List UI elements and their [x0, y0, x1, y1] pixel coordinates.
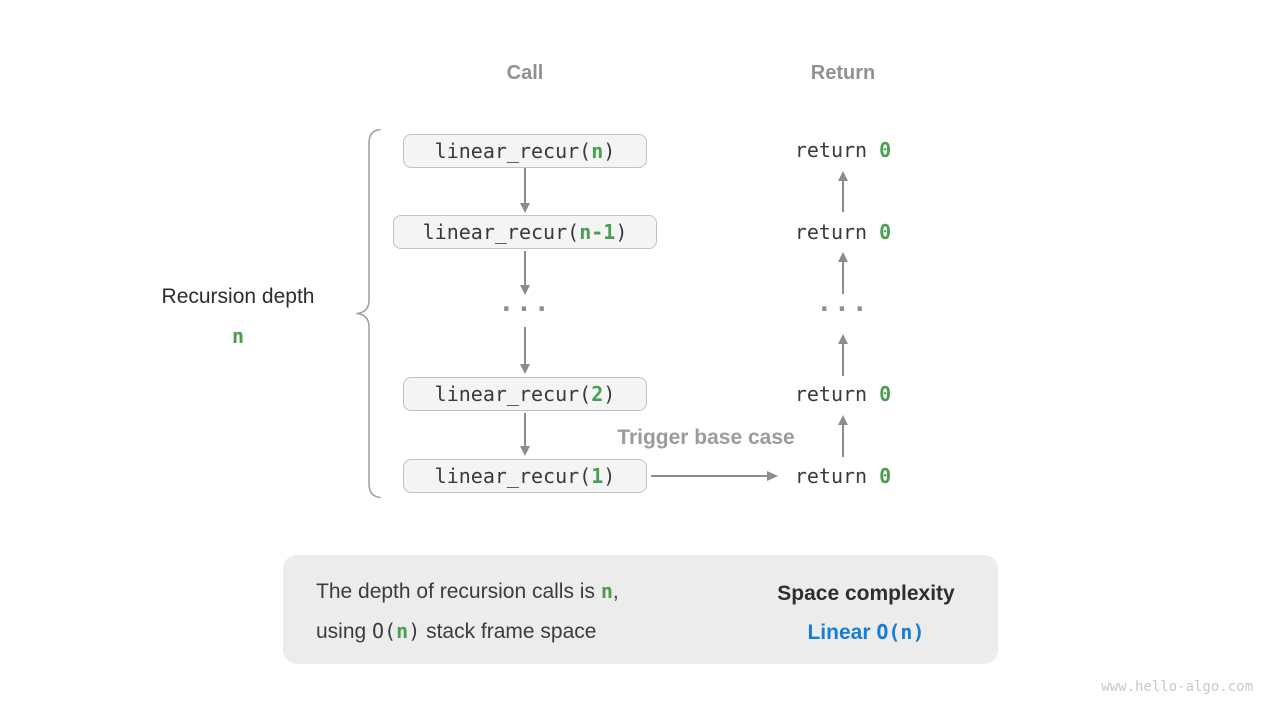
complexity-code-arg: n: [900, 620, 913, 644]
summary-description: The depth of recursion calls is n,using …: [316, 572, 736, 651]
summary-line2-code-arg: n: [396, 618, 409, 643]
return-column-ellipsis: ...: [816, 288, 870, 318]
recursion-depth-value: n: [231, 324, 245, 348]
complexity-code-close: ): [912, 620, 925, 644]
summary-line1-text: The depth of recursion calls is: [316, 580, 601, 603]
space-complexity-title: Space complexity: [777, 582, 955, 605]
call-column-ellipsis: ...: [498, 288, 552, 318]
recursion-depth-brace-icon: [356, 128, 381, 499]
complexity-word: Linear: [807, 621, 877, 644]
code-text: linear_recur(: [434, 464, 592, 488]
call-frame-box-n: linear_recur(n): [403, 134, 647, 168]
call-column-header: Call: [506, 62, 544, 84]
summary-line2-code-close: ): [408, 618, 421, 643]
code-text: ): [615, 220, 628, 244]
call-arrow-down-4-icon: [520, 413, 530, 456]
call-frame-box-n-1: linear_recur(n-1): [393, 215, 657, 249]
code-arg: 2: [591, 382, 604, 406]
return-arrow-up-4-icon: [838, 415, 848, 457]
summary-line2-code-open: O(: [372, 618, 397, 643]
code-arg: n: [591, 139, 604, 163]
return-value: 0: [879, 138, 892, 162]
site-watermark: www.hello-algo.com: [1101, 679, 1253, 695]
return-column-header: Return: [810, 62, 876, 84]
call-arrow-down-1-icon: [520, 168, 530, 213]
space-complexity-value: Linear O(n): [741, 619, 991, 646]
recursion-depth-label: Recursion depth: [161, 285, 315, 308]
code-text: ): [603, 139, 616, 163]
return-arrow-up-1-icon: [838, 171, 848, 212]
return-statement-3: return 0: [743, 381, 943, 407]
trigger-base-case-label: Trigger base case: [617, 426, 795, 449]
summary-line1-tail: ,: [612, 580, 619, 603]
summary-panel: [283, 555, 998, 664]
code-text: ): [603, 382, 616, 406]
return-keyword: return: [794, 220, 880, 244]
code-arg: n-1: [579, 220, 616, 244]
summary-line2-text: using: [316, 619, 373, 643]
code-text: linear_recur(: [434, 139, 592, 163]
return-statement-2: return 0: [743, 219, 943, 245]
return-arrow-up-3-icon: [838, 334, 848, 376]
call-frame-box-2: linear_recur(2): [403, 377, 647, 411]
return-keyword: return: [794, 464, 880, 488]
return-value: 0: [879, 220, 892, 244]
return-keyword: return: [794, 138, 880, 162]
return-value: 0: [879, 382, 892, 406]
return-statement-1: return 0: [743, 137, 943, 163]
return-value: 0: [879, 464, 892, 488]
call-arrow-down-3-icon: [520, 327, 530, 374]
call-frame-box-1: linear_recur(1): [403, 459, 647, 493]
code-arg: 1: [591, 464, 604, 488]
code-text: linear_recur(: [434, 382, 592, 406]
return-statement-4: return 0: [743, 463, 943, 489]
return-keyword: return: [794, 382, 880, 406]
code-text: linear_recur(: [422, 220, 580, 244]
summary-line1-code: n: [600, 579, 613, 603]
code-text: ): [603, 464, 616, 488]
summary-line2-tail: stack frame space: [420, 619, 597, 643]
complexity-code-open: O(: [876, 620, 901, 644]
